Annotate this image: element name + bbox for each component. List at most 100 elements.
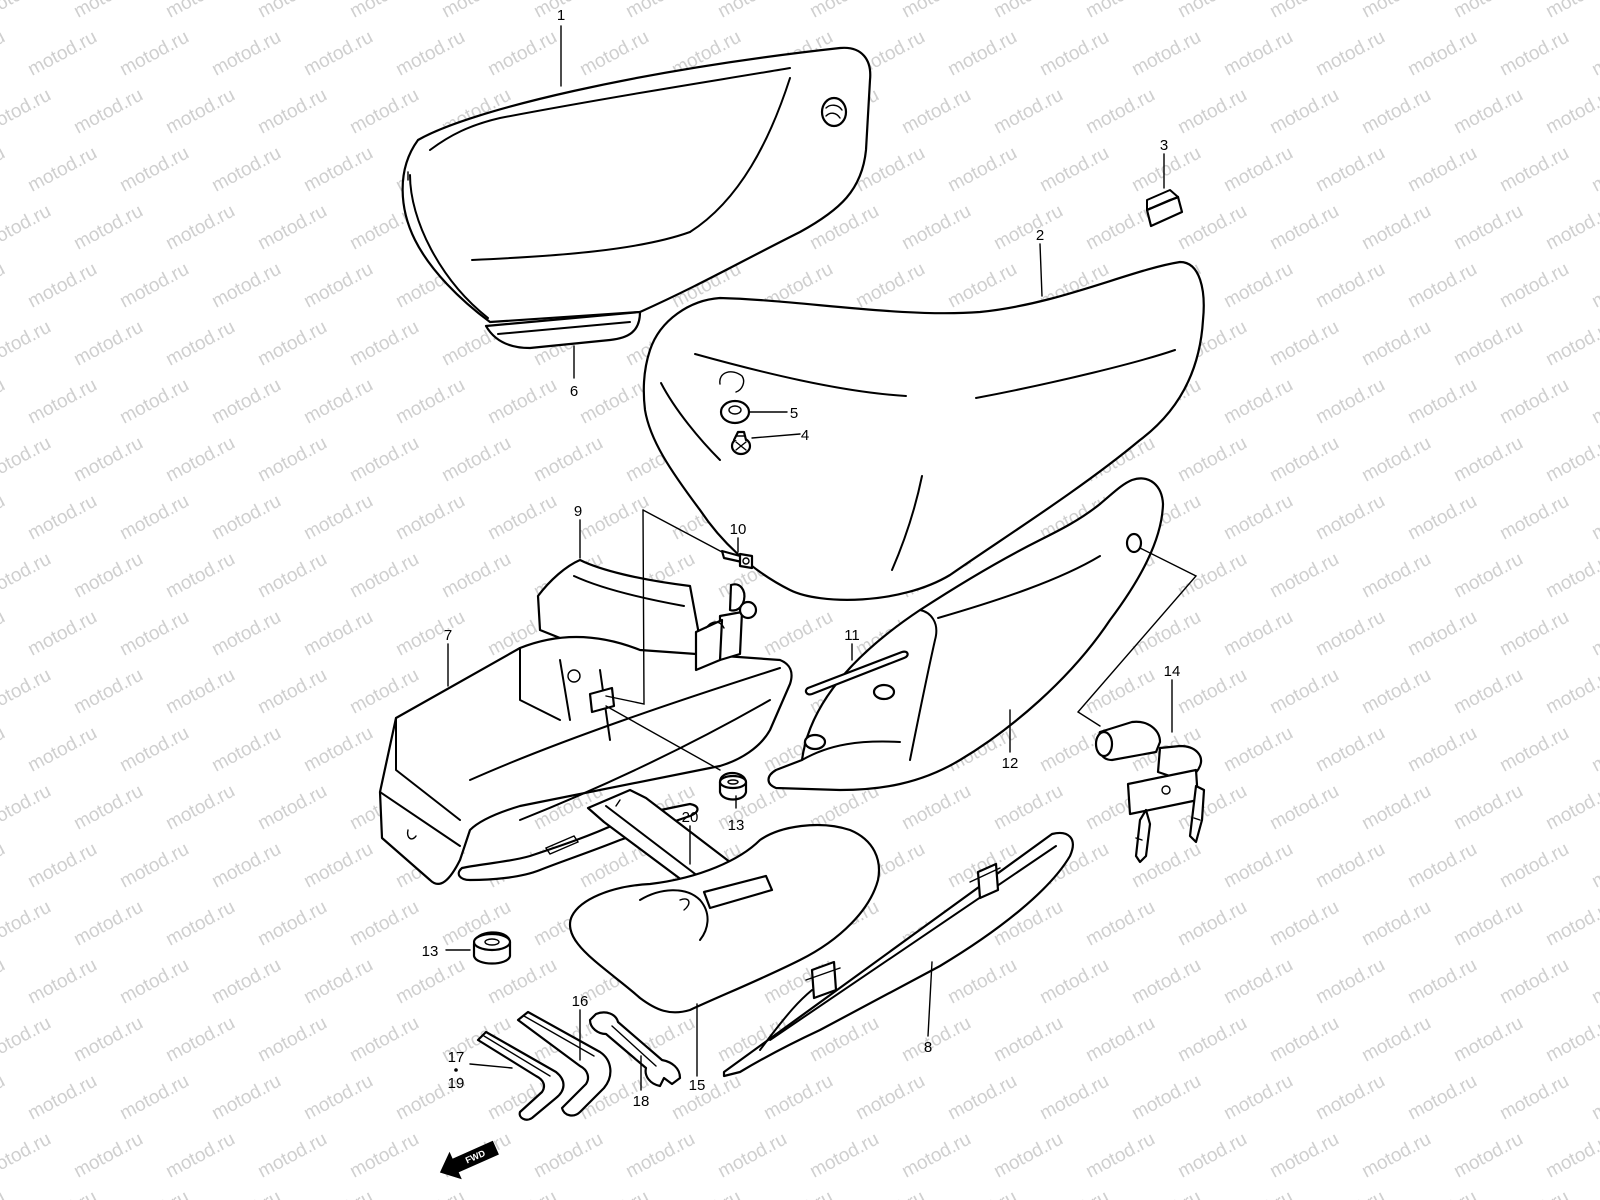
key-lock-part[interactable] xyxy=(1094,720,1206,864)
grommet-upper-part[interactable] xyxy=(718,771,748,801)
screw-part[interactable] xyxy=(730,430,752,456)
watermark-text: motod.ru xyxy=(1542,897,1600,951)
watermark-text: motod.ru xyxy=(24,607,100,661)
watermark-text: motod.ru xyxy=(0,85,55,139)
watermark-text: motod.ru xyxy=(0,1129,55,1183)
watermark-text: motod.ru xyxy=(24,27,100,81)
watermark-text: motod.ru xyxy=(208,143,284,197)
watermark-text: motod.ru xyxy=(162,1129,238,1183)
watermark-text: motod.ru xyxy=(1404,491,1480,545)
callout-7: 7 xyxy=(444,627,452,644)
tool-bag-part[interactable] xyxy=(568,824,880,1014)
watermark-text: motod.ru xyxy=(1358,201,1434,255)
watermark-text: motod.ru xyxy=(1128,1187,1204,1200)
callout-4: 4 xyxy=(801,427,809,444)
watermark-text: motod.ru xyxy=(990,0,1066,22)
watermark-text: motod.ru xyxy=(1450,433,1526,487)
watermark-text: motod.ru xyxy=(208,723,284,777)
watermark-text: motod.ru xyxy=(208,955,284,1009)
watermark-text: motod.ru xyxy=(0,201,55,255)
watermark-text: motod.ru xyxy=(0,955,9,1009)
watermark-text: motod.ru xyxy=(1312,491,1388,545)
watermark-text: motod.ru xyxy=(392,375,468,429)
watermark-text: motod.ru xyxy=(300,839,376,893)
watermark-text: motod.ru xyxy=(1404,27,1480,81)
open-wrench-part[interactable] xyxy=(588,1011,682,1088)
tail-cover-part[interactable] xyxy=(767,477,1165,792)
watermark-text: motod.ru xyxy=(1588,607,1600,661)
watermark-text: motod.ru xyxy=(1450,781,1526,835)
callout-8: 8 xyxy=(924,1039,932,1056)
watermark-text: motod.ru xyxy=(1404,723,1480,777)
rubber-block-part[interactable] xyxy=(1145,189,1184,228)
watermark-text: motod.ru xyxy=(484,1187,560,1200)
watermark-text: motod.ru xyxy=(1174,549,1250,603)
watermark-text: motod.ru xyxy=(1220,955,1296,1009)
watermark-text: motod.ru xyxy=(990,781,1066,835)
watermark-text: motod.ru xyxy=(162,85,238,139)
watermark-text: motod.ru xyxy=(1358,665,1434,719)
watermark-text: motod.ru xyxy=(1220,491,1296,545)
grommet-part[interactable] xyxy=(719,371,751,425)
watermark-text: motod.ru xyxy=(1542,665,1600,719)
callout-11: 11 xyxy=(844,627,860,644)
watermark-text: motod.ru xyxy=(944,259,1020,313)
watermark-text: motod.ru xyxy=(300,723,376,777)
hex-wrench-large-part[interactable] xyxy=(516,1010,612,1117)
watermark-text: motod.ru xyxy=(254,0,330,22)
watermark-text: motod.ru xyxy=(0,607,9,661)
watermark-text: motod.ru xyxy=(484,27,560,81)
watermark-text: motod.ru xyxy=(1358,781,1434,835)
watermark-text: motod.ru xyxy=(944,1187,1020,1200)
watermark-text: motod.ru xyxy=(944,27,1020,81)
watermark-text: motod.ru xyxy=(346,85,422,139)
grommet-lower-part[interactable] xyxy=(472,931,512,965)
watermark-text: motod.ru xyxy=(0,143,9,197)
watermark-text: motod.ru xyxy=(392,955,468,1009)
watermark-text: motod.ru xyxy=(806,1129,882,1183)
watermark-text: motod.ru xyxy=(714,1129,790,1183)
watermark-text: motod.ru xyxy=(1174,1129,1250,1183)
watermark-text: motod.ru xyxy=(1358,549,1434,603)
watermark-text: motod.ru xyxy=(70,665,146,719)
callout-14: 14 xyxy=(1164,663,1181,680)
cushion-strip-part[interactable] xyxy=(804,650,909,696)
watermark-text: motod.ru xyxy=(0,839,9,893)
watermark-text: motod.ru xyxy=(1266,0,1342,22)
watermark-text: motod.ru xyxy=(530,0,606,22)
watermark-text: motod.ru xyxy=(1450,317,1526,371)
watermark-text: motod.ru xyxy=(1404,955,1480,1009)
callout-17-19-dot xyxy=(454,1068,458,1072)
callout-1: 1 xyxy=(557,7,565,24)
watermark-text: motod.ru xyxy=(208,839,284,893)
watermark-text: motod.ru xyxy=(116,1187,192,1200)
callout-labels: 1 2 3 4 5 6 7 8 9 10 11 12 13 13 14 15 1… xyxy=(422,7,1181,1110)
long-bracket-part[interactable] xyxy=(722,831,1074,1078)
watermark-text: motod.ru xyxy=(1082,85,1158,139)
seat-cover-part[interactable] xyxy=(642,260,1205,601)
callout-20: 20 xyxy=(682,809,699,826)
watermark-text: motod.ru xyxy=(0,1013,55,1067)
cover-base-part[interactable] xyxy=(484,310,642,350)
watermark-text: motod.ru xyxy=(438,549,514,603)
watermark-text: motod.ru xyxy=(116,1071,192,1125)
watermark-text: motod.ru xyxy=(116,143,192,197)
watermark-text: motod.ru xyxy=(254,85,330,139)
watermark-text: motod.ru xyxy=(1496,1187,1572,1200)
side-cover-part[interactable] xyxy=(401,46,872,324)
watermark-text: motod.ru xyxy=(162,781,238,835)
hex-wrench-small-part[interactable] xyxy=(476,1030,565,1121)
watermark-text: motod.ru xyxy=(1220,259,1296,313)
watermark-text: motod.ru xyxy=(0,259,9,313)
watermark-text: motod.ru xyxy=(1542,781,1600,835)
watermark-text: motod.ru xyxy=(1358,0,1434,22)
watermark-text: motod.ru xyxy=(1266,85,1342,139)
watermark-text: motod.ru xyxy=(346,1129,422,1183)
callout-17: 17 xyxy=(448,1049,465,1066)
watermark-text: motod.ru xyxy=(254,201,330,255)
watermark-text: motod.ru xyxy=(1128,955,1204,1009)
bolt-part[interactable] xyxy=(720,549,754,570)
watermark-text: motod.ru xyxy=(1174,0,1250,22)
watermark-text: motod.ru xyxy=(70,1129,146,1183)
watermark-text: motod.ru xyxy=(1266,317,1342,371)
